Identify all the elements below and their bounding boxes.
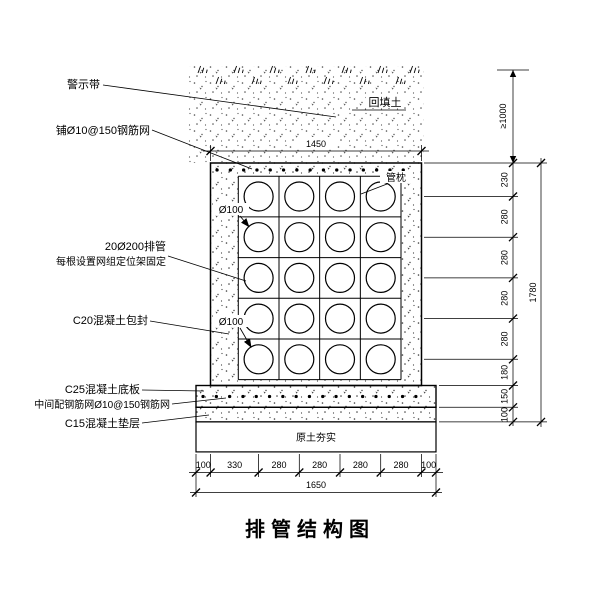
pipe-dia-upper-label: Ø100	[219, 205, 244, 216]
pipe-section	[243, 262, 274, 293]
warning-tape-label: 警示带	[67, 77, 100, 91]
tamped-soil-label: 原土夯实	[296, 431, 336, 444]
dim-bottom-total: 1650	[190, 480, 442, 497]
dim-cover-min-text: ≥1000	[498, 104, 508, 129]
dim-right-segment-7: 100	[500, 407, 510, 422]
pipes-leader	[167, 255, 247, 282]
dim-bottom-segment-4: 280	[353, 460, 368, 470]
dim-top-halo	[297, 137, 335, 149]
pipe-section	[324, 222, 356, 253]
cushion-layer	[195, 406, 437, 423]
top-mesh-leader	[151, 129, 253, 170]
top-mesh-label: 铺Ø10@150钢筋网	[56, 123, 150, 137]
pipe-section	[243, 222, 274, 253]
encasement-leader	[149, 320, 230, 335]
pipe-dia-upper-halo	[213, 203, 249, 215]
encasement-label: C20混凝土包封	[73, 313, 148, 327]
pipe-section	[284, 344, 315, 375]
base-slab	[195, 384, 437, 408]
dim-right-chain: 230 280 280 280 280 180 150 100	[424, 158, 547, 427]
pipe-section	[284, 222, 315, 253]
middle-mesh-label: 中间配钢筋网Ø10@150钢筋网	[34, 398, 170, 411]
dim-right-segment-1: 280	[500, 209, 510, 224]
backfill-label: 回填土	[369, 95, 402, 109]
left-callouts: 警示带 铺Ø10@150钢筋网 20Ø200排管 每根设置网组定位架固定 C20…	[34, 77, 337, 430]
dim-right-segment-4: 280	[500, 331, 510, 346]
backfill-label-halo	[366, 95, 404, 108]
inner-callouts: 回填土 管枕 Ø100 Ø100	[213, 95, 412, 348]
dim-top-width-text: 1450	[306, 139, 326, 149]
arrow-up	[509, 70, 517, 77]
dim-right-total: 1780	[528, 158, 546, 427]
dim-bottom-segment-3: 280	[312, 460, 327, 470]
dim-bottom-segment-2: 280	[271, 460, 286, 470]
pipe-section	[365, 344, 396, 375]
pipe-section	[365, 222, 396, 253]
pipe-section	[284, 181, 315, 212]
dim-right-segment-2: 280	[500, 250, 510, 265]
dim-bottom-chain: 100 330 280 280 280 280 100	[189, 454, 443, 497]
pipe-section	[284, 303, 315, 334]
pipe-section	[324, 181, 356, 212]
dim-right-total-text: 1780	[528, 282, 538, 302]
pipe-section	[324, 344, 356, 375]
dim-right-segment-5: 180	[500, 365, 510, 380]
tamped-soil-strip	[195, 421, 437, 453]
dim-top-width: 1450	[203, 137, 429, 161]
dim-bottom-total-text: 1650	[306, 480, 326, 490]
pipe-dia-lower-arrow	[239, 327, 252, 348]
cushion-label: C15混凝土垫层	[65, 416, 140, 430]
dim-bottom-segment-1: 330	[227, 460, 242, 470]
pipes-note-label: 每根设置网组定位架固定	[56, 255, 166, 268]
pipe-dia-lower-halo	[213, 315, 249, 327]
dim-bottom-segment-0: 100	[196, 460, 211, 470]
pipe-pillow-label: 管枕	[386, 171, 406, 184]
middle-mesh-leader	[171, 397, 227, 405]
pipe-positioning-frame	[237, 175, 402, 381]
pipe-section	[243, 181, 274, 212]
dim-right-segment-0: 230	[500, 172, 510, 187]
base-slab-leader	[141, 389, 205, 392]
base-slab-label: C25混凝土底板	[65, 382, 140, 396]
dim-right-segment-6: 150	[500, 389, 510, 404]
pipe-section	[284, 262, 315, 293]
pipe-section	[324, 262, 356, 293]
pipes-label: 20Ø200排管	[105, 239, 166, 253]
pipe-section	[243, 344, 274, 375]
pipe-dia-lower-label: Ø100	[219, 317, 244, 328]
dim-bottom-segment-5: 280	[393, 460, 408, 470]
pipe-section	[365, 262, 396, 293]
pipe-section	[365, 303, 396, 334]
dim-cover-min: ≥1000	[497, 69, 529, 163]
pipe-dia-upper-arrow	[239, 215, 250, 228]
pipe-pillow-leader	[360, 183, 388, 195]
cushion-leader	[141, 414, 210, 424]
pipe-sections	[243, 181, 396, 375]
drawing-title: 排管结构图	[245, 517, 375, 541]
warning-tape-leader	[102, 84, 337, 118]
foundation-layers: 原土夯实	[195, 384, 437, 453]
dim-right-segment-3: 280	[500, 291, 510, 306]
pipe-section	[324, 303, 356, 334]
pipe-pillow-halo	[380, 171, 412, 183]
dim-bottom-segment-6: 100	[421, 460, 436, 470]
